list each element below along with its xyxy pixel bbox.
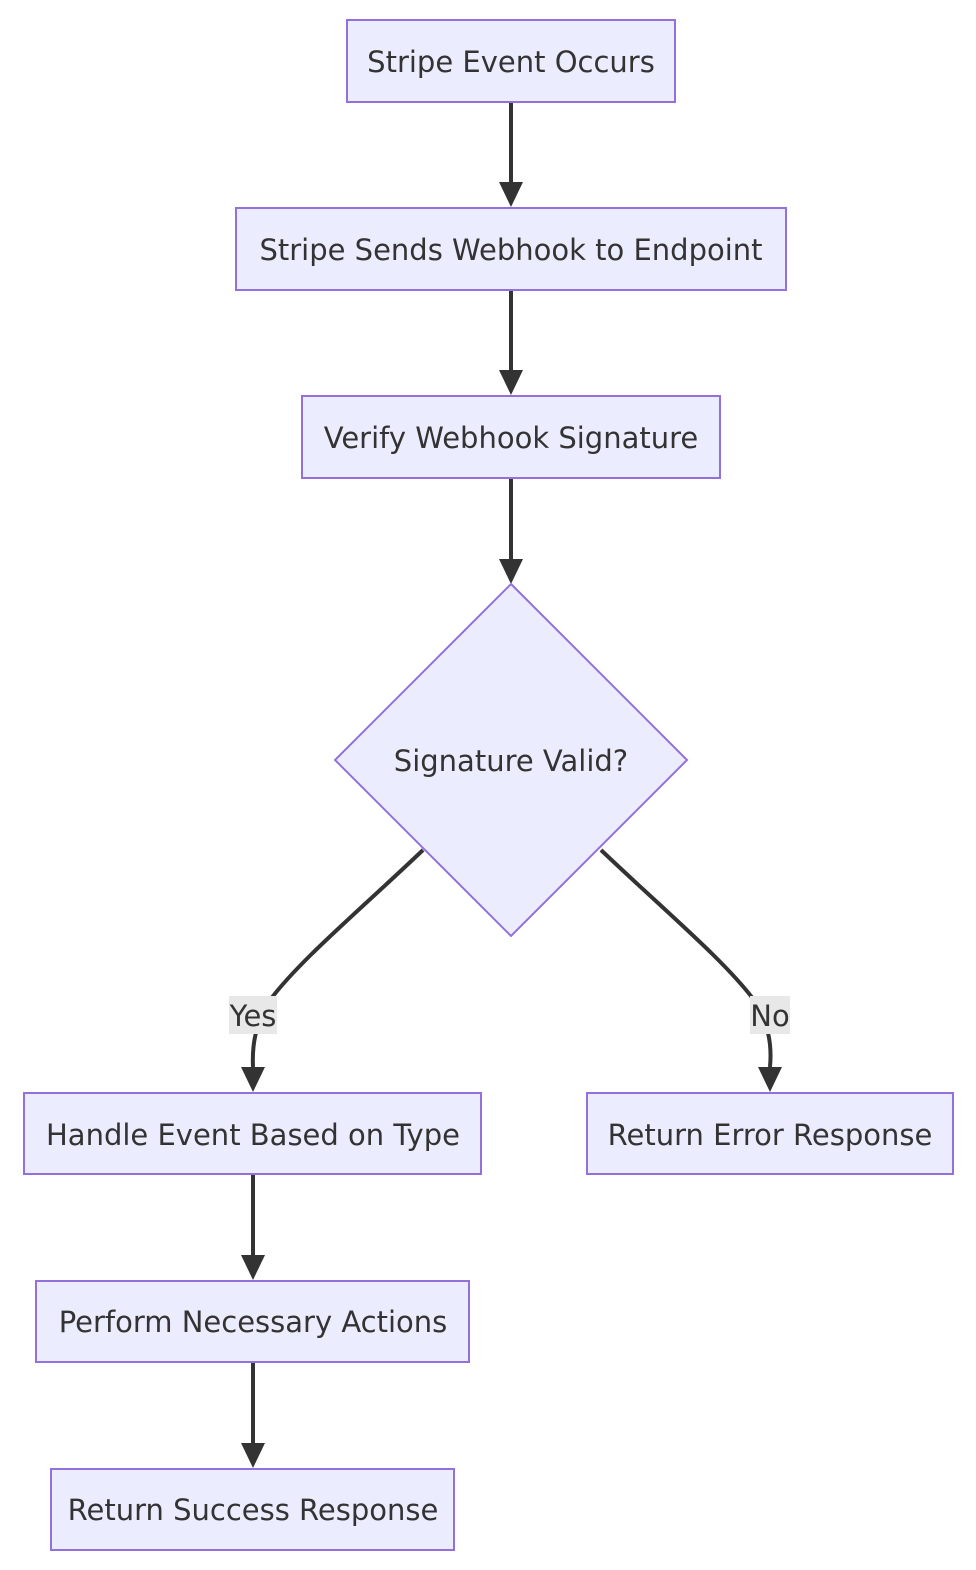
node-handle-event-box	[23, 1092, 482, 1175]
arrowhead-verify-to-decision	[499, 559, 523, 584]
node-signature-valid-label: Signature Valid?	[394, 744, 628, 778]
edge-label-yes-text: Yes	[229, 999, 277, 1033]
edge-label-no-text: No	[750, 999, 789, 1033]
edge-decision-no	[599, 848, 773, 1068]
node-verify-signature: Verify Webhook Signature	[301, 395, 721, 479]
node-stripe-event-occurs: Stripe Event Occurs	[346, 19, 676, 103]
node-handle-event-label: Handle Event Based on Type	[46, 1118, 460, 1152]
node-return-success-box	[50, 1468, 455, 1551]
edge-label-no: No	[750, 996, 790, 1034]
node-stripe-event-occurs-box	[346, 19, 676, 103]
edges	[241, 102, 782, 1468]
arrowhead-event-to-webhook	[499, 182, 523, 207]
node-perform-actions-box	[35, 1280, 470, 1363]
node-signature-valid-diamond	[333, 582, 689, 938]
node-stripe-sends-webhook-label: Stripe Sends Webhook to Endpoint	[259, 233, 762, 267]
node-return-error: Return Error Response	[586, 1092, 954, 1175]
node-signature-valid-decision: Signature Valid?	[333, 582, 689, 938]
node-handle-event: Handle Event Based on Type	[23, 1092, 482, 1175]
arrowhead-handle-to-perform	[241, 1255, 265, 1280]
node-stripe-event-occurs-label: Stripe Event Occurs	[367, 45, 655, 79]
edge-label-no-bg	[750, 996, 790, 1034]
edge-label-yes: Yes	[229, 996, 277, 1034]
node-return-error-label: Return Error Response	[608, 1118, 933, 1152]
arrowhead-decision-yes	[241, 1067, 265, 1092]
node-perform-actions-label: Perform Necessary Actions	[59, 1305, 448, 1339]
arrowhead-webhook-to-verify	[499, 370, 523, 395]
node-stripe-sends-webhook-box	[235, 207, 787, 291]
edge-decision-yes	[250, 848, 425, 1068]
node-verify-signature-label: Verify Webhook Signature	[324, 421, 699, 455]
node-stripe-sends-webhook: Stripe Sends Webhook to Endpoint	[235, 207, 787, 291]
node-perform-actions: Perform Necessary Actions	[35, 1280, 470, 1363]
node-return-success-label: Return Success Response	[68, 1493, 439, 1527]
arrowhead-perform-to-success	[241, 1443, 265, 1468]
node-return-success: Return Success Response	[50, 1468, 455, 1551]
node-verify-signature-box	[301, 395, 721, 479]
arrowhead-decision-no	[758, 1067, 782, 1092]
node-return-error-box	[586, 1092, 954, 1175]
edge-label-yes-bg	[229, 996, 277, 1034]
